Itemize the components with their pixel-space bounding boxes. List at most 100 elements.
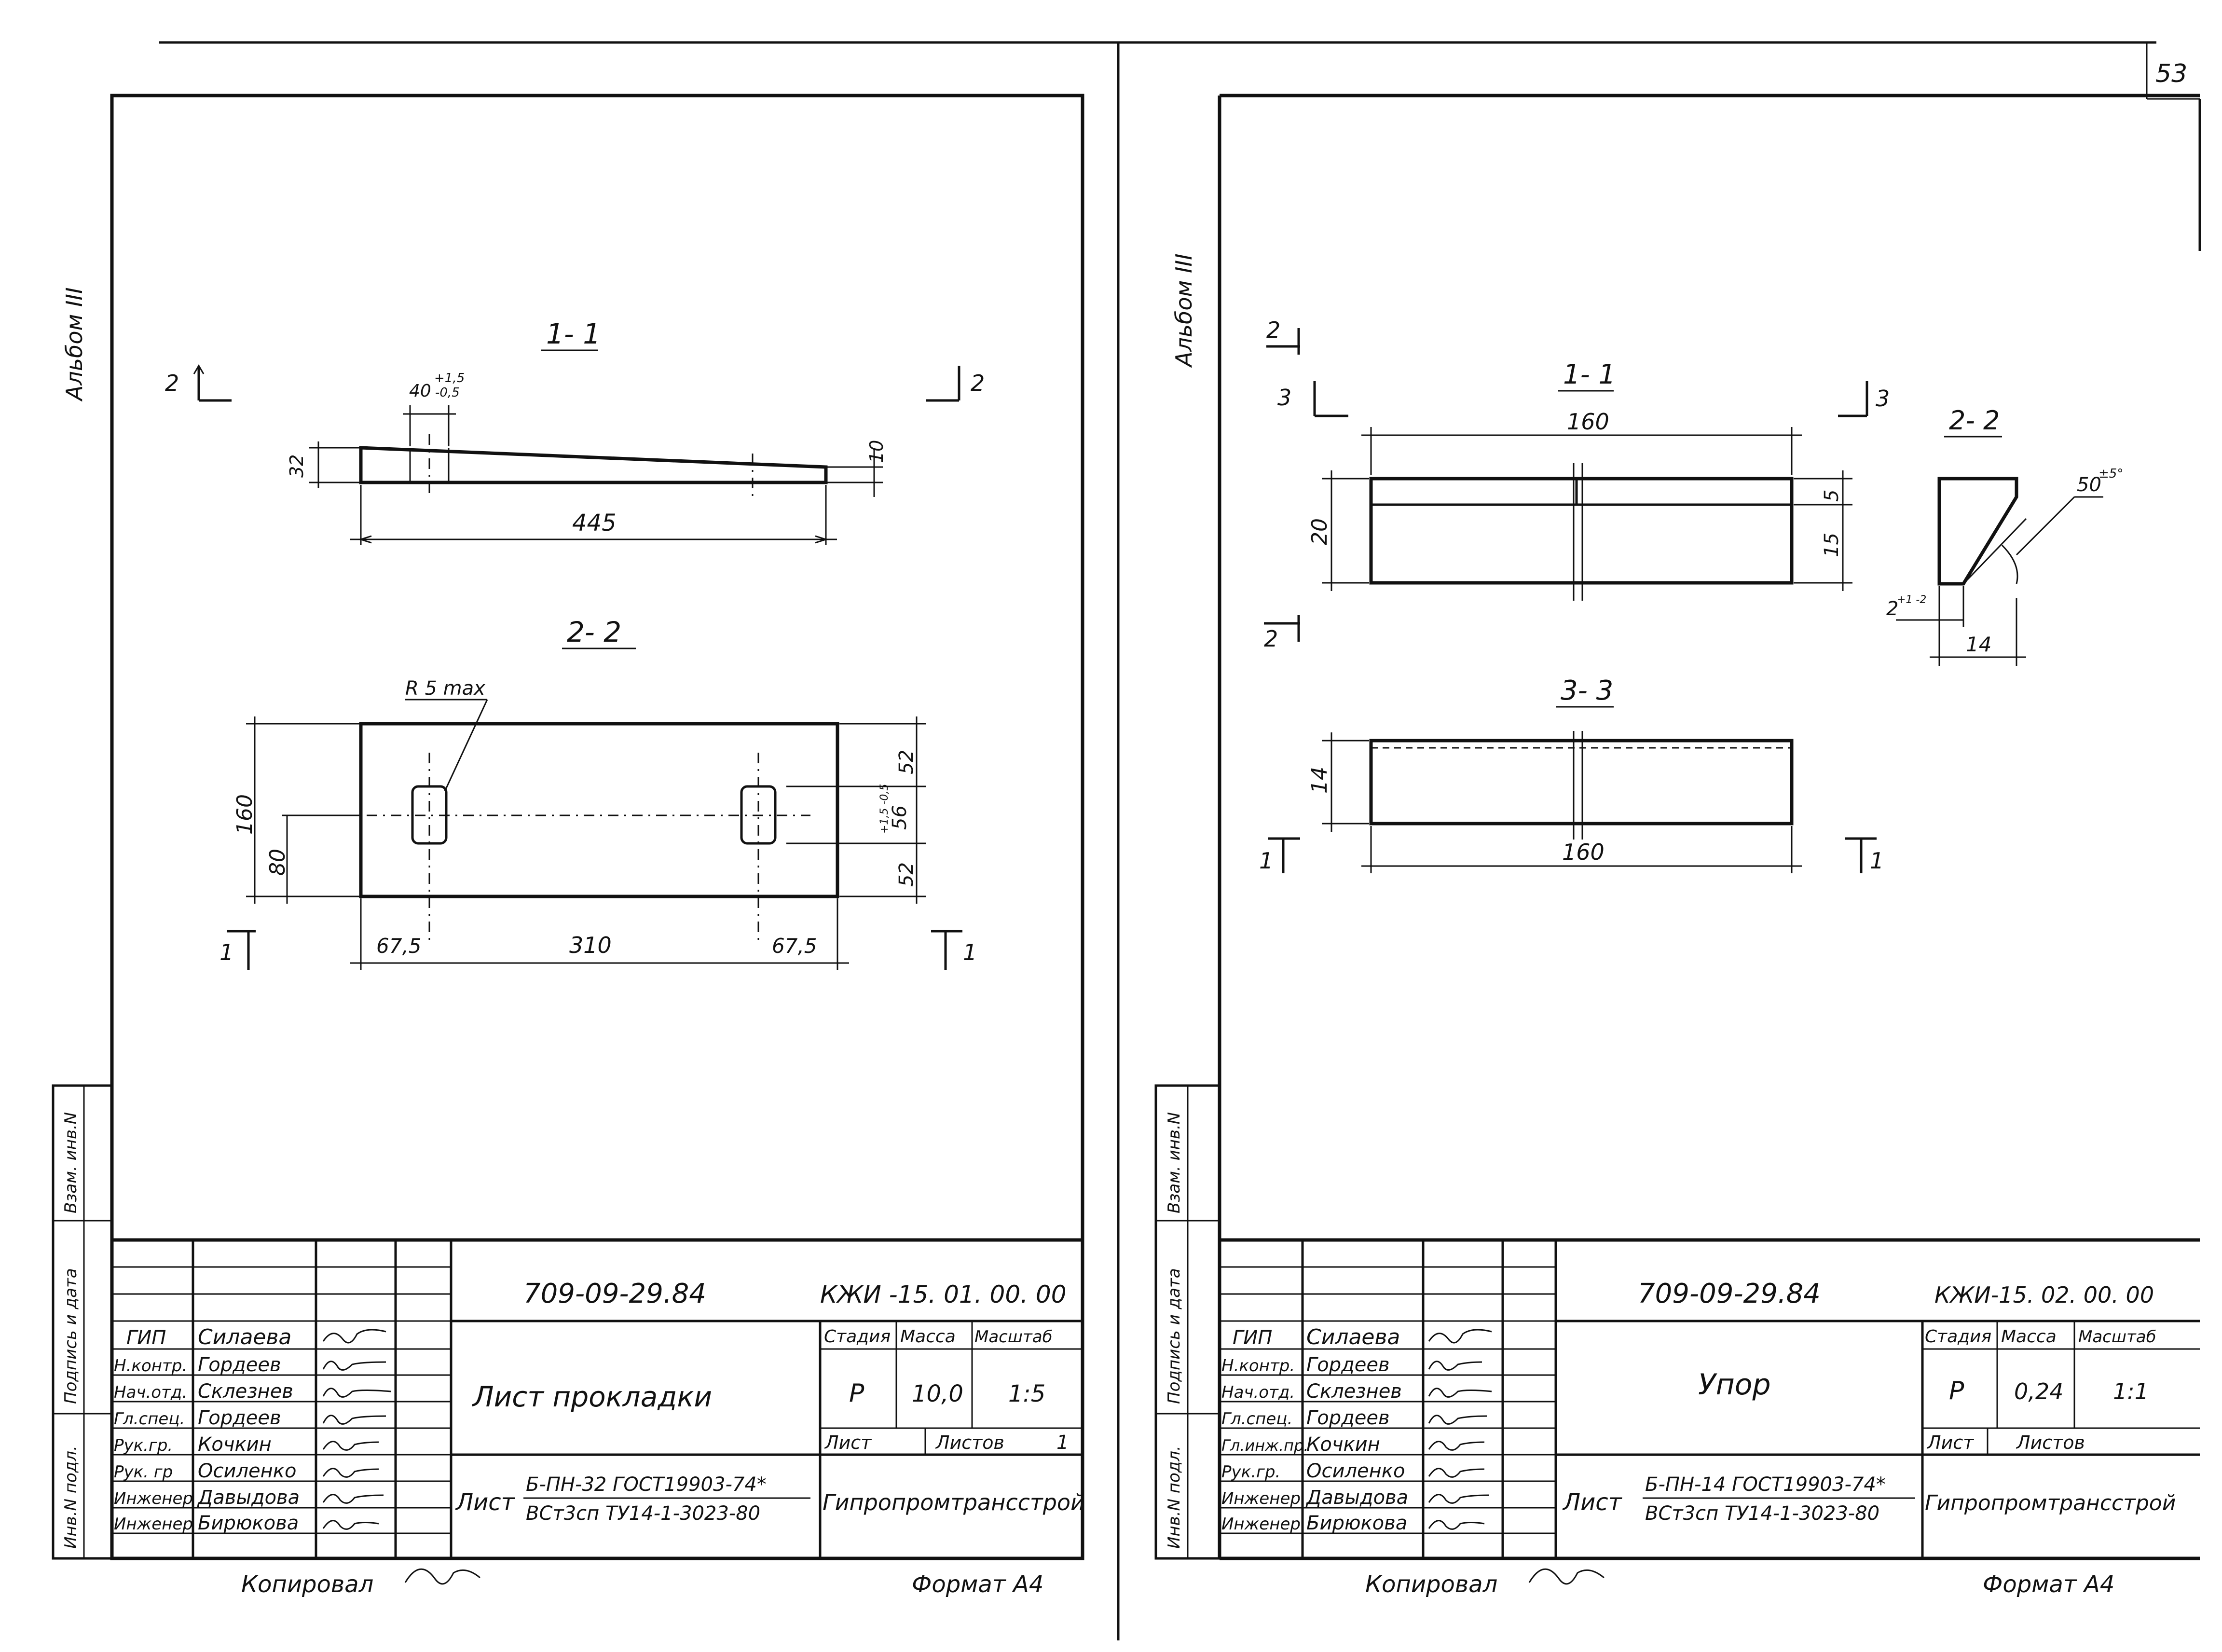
- left-stage: Р: [849, 1379, 864, 1408]
- left-dim-top-tol-minus: -0,5: [435, 385, 460, 400]
- right-cut-3-right: 3: [1876, 385, 1890, 412]
- left-cut-2-left: 2: [165, 370, 179, 396]
- left-role-3: Гл.спец.: [114, 1409, 185, 1429]
- left-mass: 10,0: [912, 1380, 963, 1407]
- right-doc-code: КЖИ-15. 02. 00. 00: [1934, 1282, 2154, 1308]
- right-name-1: Гордеев: [1306, 1354, 1390, 1376]
- left-material-line2: ВСт3сп ТУ14-1-3023-80: [526, 1502, 760, 1525]
- right-name-7: Бирюкова: [1306, 1512, 1407, 1534]
- right-section-3-3-view: 14 160: [1307, 731, 1802, 873]
- left-format: Формат А4: [912, 1571, 1043, 1598]
- left-name-7: Бирюкова: [198, 1512, 299, 1534]
- left-radius-label: R 5 max: [405, 677, 485, 700]
- left-section-2-2-view: R 5 max 160 80 52 56 +1,5 -0,5 52 67,5 3…: [233, 677, 926, 970]
- right-title: Упор: [1698, 1368, 1771, 1402]
- right-dim-angle: 50: [2077, 474, 2101, 496]
- left-section-1-1-view: 40 +1,5 -0,5 32 10 445: [286, 371, 887, 545]
- right-mass-header: Масса: [2001, 1327, 2057, 1347]
- left-sheets-header: Листов: [935, 1432, 1004, 1453]
- right-side-label-a: Взам. инв.N: [1165, 1112, 1184, 1213]
- right-scale: 1:1: [2113, 1378, 2149, 1404]
- left-sheet-header: Лист: [824, 1432, 872, 1453]
- right-material-prefix: Лист: [1562, 1489, 1623, 1516]
- left-dim-top-slot: 40: [409, 381, 431, 401]
- left-name-1: Гордеев: [198, 1354, 281, 1376]
- left-scale: 1:5: [1008, 1380, 1045, 1407]
- right-role-2: Нач.отд.: [1221, 1383, 1295, 1402]
- right-cut-3-left: 3: [1277, 385, 1291, 411]
- left-scale-header: Масштаб: [974, 1327, 1053, 1347]
- left-role-5: Рук. гр: [114, 1462, 173, 1482]
- right-cut-2-top: 2: [1266, 317, 1280, 343]
- right-side-label-c: Инв.N подл.: [1165, 1446, 1184, 1549]
- right-album-label: Альбом III: [1171, 253, 1197, 368]
- left-org: Гипропромтрансстрой: [823, 1489, 1085, 1515]
- right-stage: Р: [1949, 1377, 1964, 1405]
- left-stage-header: Стадия: [824, 1327, 891, 1347]
- left-dim-side-52-bottom: 52: [895, 862, 918, 887]
- right-name-6: Давыдова: [1305, 1487, 1408, 1509]
- left-sheets-count: 1: [1056, 1432, 1069, 1454]
- left-role-0: ГИП: [126, 1327, 166, 1349]
- right-section-2-2-title: 2- 2: [1949, 405, 2000, 436]
- right-org: Гипропромтрансстрой: [1925, 1491, 2176, 1515]
- left-dim-length: 445: [572, 509, 617, 537]
- right-sheets-header: Листов: [2016, 1432, 2085, 1453]
- right-role-5: Рук.гр.: [1221, 1462, 1280, 1482]
- left-dim-edge-left: 67,5: [376, 934, 422, 958]
- left-plate-plan: [359, 722, 839, 898]
- right-role-7: Инженер: [1221, 1514, 1301, 1534]
- left-role-2: Нач.отд.: [114, 1383, 187, 1402]
- left-side-strip: Взам. инв.N Подпись и дата Инв.N подл.: [52, 1084, 113, 1560]
- left-copied-label: Копировал: [241, 1571, 373, 1598]
- left-material-prefix: Лист: [455, 1489, 516, 1516]
- right-role-0: ГИП: [1233, 1327, 1272, 1349]
- left-dim-slot-56: 56: [889, 805, 911, 830]
- right-dim-14-h: 14: [1307, 767, 1332, 794]
- right-material-line1: Б-ПН-14 ГОСТ19903-74*: [1645, 1473, 1886, 1496]
- right-format: Формат А4: [1983, 1571, 2114, 1598]
- right-name-3: Гордеев: [1306, 1407, 1390, 1429]
- left-name-6: Давыдова: [197, 1487, 300, 1509]
- right-name-5: Осиленко: [1306, 1460, 1405, 1482]
- right-sheet-header: Лист: [1926, 1432, 1975, 1453]
- left-role-1: Н.контр.: [114, 1356, 187, 1376]
- left-series: 709-09-29.84: [523, 1278, 706, 1309]
- right-dim-height: 20: [1307, 518, 1332, 545]
- left-album-label: Альбом III: [61, 287, 87, 402]
- right-section-1-1-view: 160 20 5 15: [1307, 409, 1852, 601]
- left-section-1-1-title: 1- 1: [546, 317, 601, 350]
- right-cut-1-right: 1: [1870, 848, 1884, 874]
- right-scale-header: Масштаб: [2078, 1327, 2156, 1347]
- right-section-2-2-view: 50 ±5° 2 +1 -2 14: [1886, 467, 2123, 666]
- right-dim-len-bottom: 160: [1562, 839, 1605, 865]
- right-name-2: Склезнев: [1306, 1380, 1402, 1403]
- right-stage-header: Стадия: [1925, 1327, 1991, 1347]
- right-dim-2-tol: +1 -2: [1897, 594, 1926, 606]
- left-copied-signature: [404, 1568, 480, 1585]
- left-name-5: Осиленко: [198, 1460, 296, 1482]
- right-series: 709-09-29.84: [1638, 1278, 1821, 1309]
- left-sheet-frame: [110, 94, 1084, 1560]
- right-dim-len-top: 160: [1567, 409, 1609, 435]
- right-dim-2: 2: [1886, 598, 1898, 620]
- left-sheet: Альбом III Взам. инв.N Подпись и дата Ин…: [52, 94, 1085, 1598]
- left-dim-top-tol-plus: +1,5: [434, 371, 465, 385]
- right-cut-2-bottom: 2: [1264, 626, 1278, 652]
- left-name-3: Гордеев: [198, 1407, 281, 1429]
- right-side-label-b: Подпись и дата: [1165, 1268, 1184, 1404]
- left-dim-between: 310: [569, 932, 612, 958]
- right-sheet: Альбом III Взам. инв.N Подпись и дата Ин…: [1154, 94, 2200, 1598]
- left-cut-2-right: 2: [971, 370, 985, 396]
- left-signatures: [322, 1329, 391, 1530]
- left-plate-profile: [359, 446, 828, 484]
- left-dim-thick-right: 10: [866, 440, 887, 463]
- left-dim-width: 160: [233, 794, 257, 835]
- left-dim-edge-right: 67,5: [772, 934, 817, 958]
- right-name-4: Кочкин: [1306, 1433, 1380, 1456]
- left-role-4: Рук.гр.: [114, 1436, 173, 1455]
- left-dim-side-52-top: 52: [895, 750, 918, 774]
- right-material-line2: ВСт3сп ТУ14-1-3023-80: [1645, 1502, 1879, 1525]
